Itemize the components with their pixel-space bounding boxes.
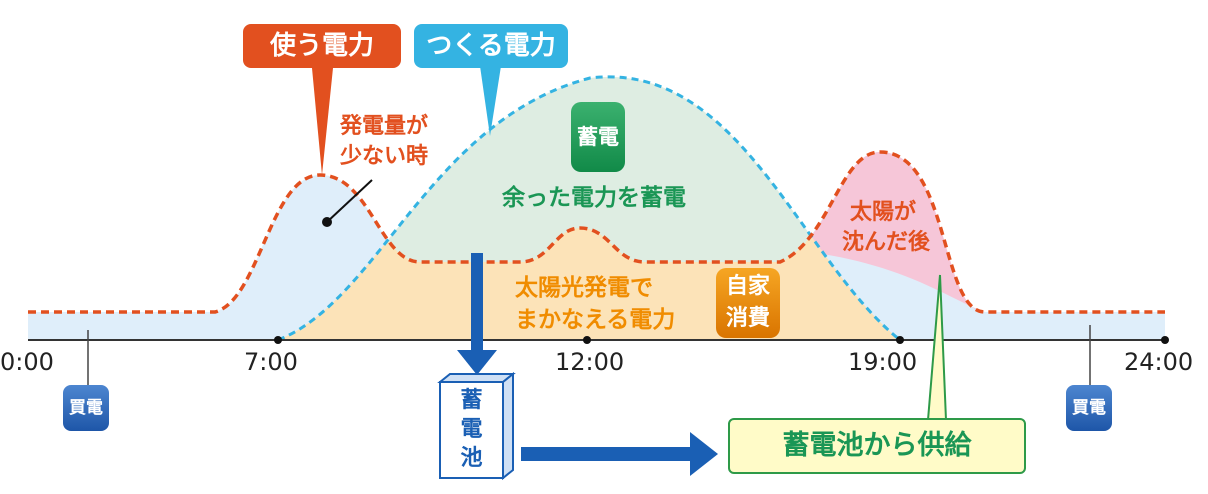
self-use-badge: 自家 消費 — [716, 268, 780, 338]
supply-arrow — [521, 432, 718, 476]
use-power-pointer — [312, 68, 333, 175]
after-sunset-note: 太陽が 沈んだ後 — [842, 198, 930, 258]
generation-curve — [277, 75, 901, 342]
note-line: 太陽光発電で — [515, 275, 653, 301]
use-power-callout: 使う電力 — [243, 24, 401, 68]
make-power-callout: つくる電力 — [414, 24, 568, 68]
note-line: 発電量が — [340, 114, 429, 139]
axis-dots — [274, 336, 1169, 344]
buy-power-badge-right: 買電 — [1066, 385, 1112, 431]
store-badge: 蓄電 — [571, 102, 625, 172]
consumption-curve — [28, 150, 1165, 314]
low-gen-leader — [326, 179, 373, 223]
tick-24: 24:00 — [1124, 348, 1194, 376]
tick-12: 12:00 — [555, 348, 625, 376]
battery-supply-label: 蓄電池から供給 — [728, 418, 1026, 474]
surplus-note: 余った電力を蓄電 — [502, 185, 686, 211]
note-line: まかなえる電力 — [515, 307, 676, 333]
badge-line: 消費 — [725, 306, 770, 331]
battery-label: 蓄 電 池 — [440, 386, 503, 473]
tick-7: 7:00 — [244, 348, 298, 376]
tick-19: 19:00 — [848, 348, 918, 376]
battery-char: 池 — [460, 446, 483, 471]
battery-char: 電 — [460, 417, 483, 442]
battery-char: 蓄 — [460, 388, 483, 413]
buy-power-badge-left: 買電 — [63, 385, 109, 431]
battery-icon — [437, 371, 516, 481]
low-generation-note: 発電量が 少ない時 — [340, 112, 428, 172]
note-line: 太陽が — [850, 200, 917, 225]
note-line: 少ない時 — [340, 144, 429, 169]
make-power-pointer — [480, 66, 501, 136]
charge-arrow — [457, 253, 497, 375]
badge-line: 自家 — [725, 274, 770, 299]
solar-note: 太陽光発電で まかなえる電力 — [515, 272, 675, 336]
note-line: 沈んだ後 — [842, 230, 931, 255]
tick-0: 0:00 — [0, 348, 54, 376]
